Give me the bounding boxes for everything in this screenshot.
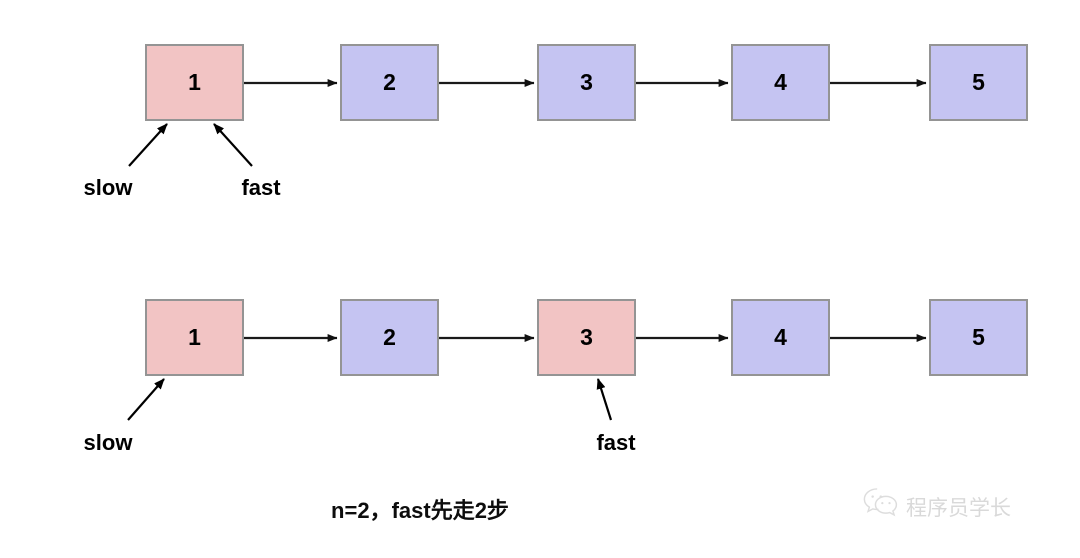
list-node[interactable]: 1 — [145, 44, 244, 121]
node-value: 1 — [188, 324, 201, 350]
list-node[interactable]: 5 — [929, 299, 1028, 376]
wechat-icon — [863, 488, 898, 517]
node-box[interactable] — [929, 299, 1028, 376]
pointer-label-slow: slow — [84, 430, 134, 455]
pointer-arrow-slow — [127, 378, 165, 421]
watermark-text: 程序员学长 — [906, 496, 1011, 520]
row-bottom: 1 2 3 4 5 slow fast — [84, 299, 1028, 455]
node-box[interactable] — [340, 299, 439, 376]
list-node[interactable]: 3 — [537, 44, 636, 121]
node-box[interactable] — [537, 44, 636, 121]
node-value: 3 — [580, 69, 593, 95]
pointer-label-slow: slow — [84, 175, 134, 200]
node-value: 5 — [972, 69, 985, 95]
node-value: 3 — [580, 324, 593, 350]
list-node[interactable]: 2 — [340, 299, 439, 376]
node-box[interactable] — [731, 44, 830, 121]
pointer-label-fast: fast — [241, 175, 281, 200]
node-box[interactable] — [340, 44, 439, 121]
watermark: 程序员学长 — [863, 488, 1011, 520]
node-box[interactable] — [145, 44, 244, 121]
list-node[interactable]: 1 — [145, 299, 244, 376]
node-box[interactable] — [145, 299, 244, 376]
list-node[interactable]: 2 — [340, 44, 439, 121]
list-node[interactable]: 4 — [731, 44, 830, 121]
node-value: 4 — [774, 69, 787, 95]
node-value: 5 — [972, 324, 985, 350]
node-box[interactable] — [929, 44, 1028, 121]
node-value: 2 — [383, 69, 396, 95]
pointer-arrow-slow — [128, 123, 168, 167]
pointer-arrow-fast — [213, 123, 253, 167]
list-node[interactable]: 3 — [537, 299, 636, 376]
diagram-caption: n=2，fast先走2步 — [331, 498, 509, 523]
pointer-label-fast: fast — [596, 430, 636, 455]
pointer-arrow-fast — [596, 378, 613, 421]
node-value: 4 — [774, 324, 787, 350]
list-node[interactable]: 5 — [929, 44, 1028, 121]
node-box[interactable] — [537, 299, 636, 376]
list-node[interactable]: 4 — [731, 299, 830, 376]
node-value: 2 — [383, 324, 396, 350]
node-box[interactable] — [731, 299, 830, 376]
node-value: 1 — [188, 69, 201, 95]
row-top: 1 2 3 4 5 slow fast — [84, 44, 1028, 200]
